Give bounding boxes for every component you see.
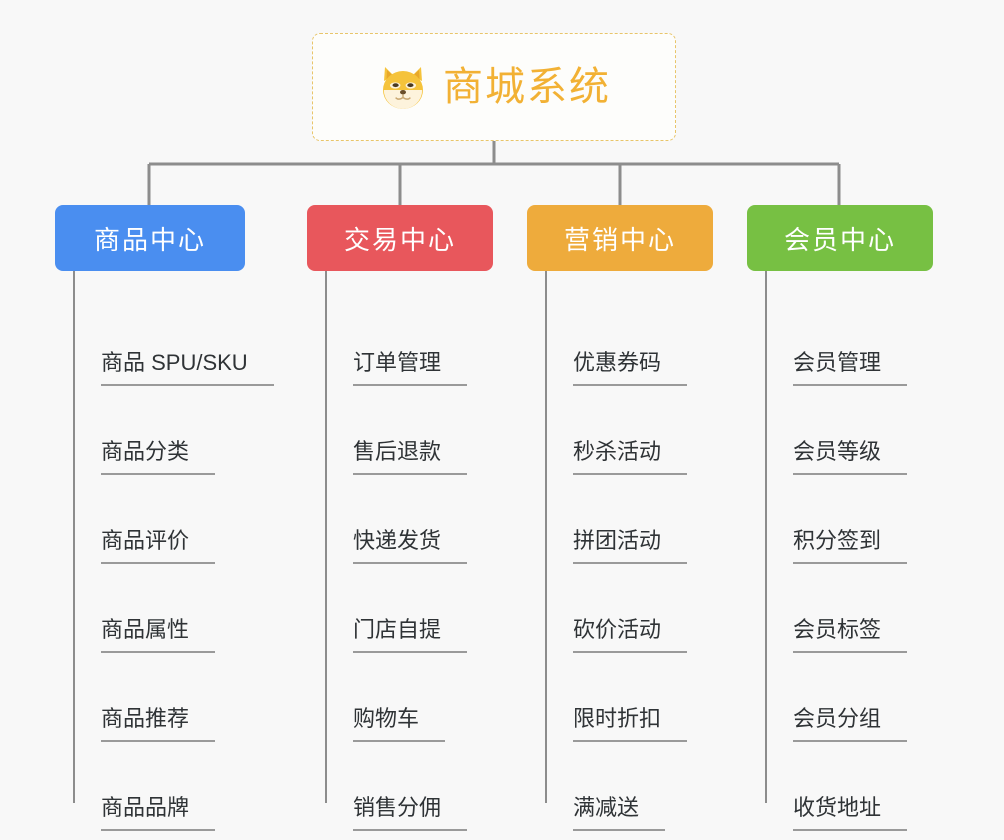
leaf-item[interactable]: 商品品牌 bbox=[73, 742, 274, 831]
leaf-item[interactable]: 门店自提 bbox=[325, 564, 493, 653]
leaf-item[interactable]: 商品属性 bbox=[73, 564, 274, 653]
leaf-item[interactable]: 商品 SPU/SKU bbox=[73, 297, 274, 386]
leaf-label: 门店自提 bbox=[353, 617, 468, 653]
leaf-item[interactable]: 砍价活动 bbox=[545, 564, 713, 653]
leaf-label: 快递发货 bbox=[353, 528, 468, 564]
leaf-label: 收货地址 bbox=[793, 795, 908, 831]
leaf-label: 售后退款 bbox=[353, 439, 468, 475]
leaf-label: 订单管理 bbox=[353, 350, 468, 386]
branch-column-marketing-center: 营销中心 优惠券码 秒杀活动 拼团活动 砍价活动 限时折扣 满减送 bbox=[527, 205, 713, 831]
branch-column-member-center: 会员中心 会员管理 会员等级 积分签到 会员标签 会员分组 收货地址 bbox=[747, 205, 933, 831]
leaf-label: 会员标签 bbox=[793, 617, 908, 653]
leaf-label: 商品评价 bbox=[101, 528, 216, 564]
leaf-list-trade-center: 订单管理 售后退款 快递发货 门店自提 购物车 销售分佣 bbox=[325, 271, 493, 831]
leaf-label: 会员等级 bbox=[793, 439, 908, 475]
branch-header-marketing-center[interactable]: 营销中心 bbox=[527, 205, 713, 271]
branch-column-product-center: 商品中心 商品 SPU/SKU 商品分类 商品评价 商品属性 商品推荐 商品品牌 bbox=[55, 205, 274, 831]
leaf-label: 商品推荐 bbox=[101, 706, 216, 742]
leaf-item[interactable]: 积分签到 bbox=[765, 475, 933, 564]
root-label: 商城系统 bbox=[443, 65, 611, 109]
leaf-item[interactable]: 优惠券码 bbox=[545, 297, 713, 386]
shiba-dog-face-icon bbox=[377, 61, 429, 113]
leaf-item[interactable]: 限时折扣 bbox=[545, 653, 713, 742]
leaf-spine bbox=[545, 271, 547, 803]
branch-header-trade-center[interactable]: 交易中心 bbox=[307, 205, 493, 271]
leaf-item[interactable]: 满减送 bbox=[545, 742, 713, 831]
leaf-item[interactable]: 销售分佣 bbox=[325, 742, 493, 831]
leaf-label: 砍价活动 bbox=[573, 617, 688, 653]
leaf-label: 购物车 bbox=[353, 706, 446, 742]
branch-header-member-center[interactable]: 会员中心 bbox=[747, 205, 933, 271]
leaf-item[interactable]: 快递发货 bbox=[325, 475, 493, 564]
branch-header-product-center[interactable]: 商品中心 bbox=[55, 205, 245, 271]
leaf-spine bbox=[325, 271, 327, 803]
leaf-item[interactable]: 购物车 bbox=[325, 653, 493, 742]
branch-header-label: 交易中心 bbox=[343, 224, 456, 255]
leaf-label: 满减送 bbox=[573, 795, 666, 831]
leaf-label: 秒杀活动 bbox=[573, 439, 688, 475]
leaf-list-marketing-center: 优惠券码 秒杀活动 拼团活动 砍价活动 限时折扣 满减送 bbox=[545, 271, 713, 831]
leaf-item[interactable]: 商品分类 bbox=[73, 386, 274, 475]
branch-column-trade-center: 交易中心 订单管理 售后退款 快递发货 门店自提 购物车 销售分佣 bbox=[307, 205, 493, 831]
leaf-item[interactable]: 订单管理 bbox=[325, 297, 493, 386]
leaf-label: 商品 SPU/SKU bbox=[101, 350, 274, 386]
leaf-label: 商品品牌 bbox=[101, 795, 216, 831]
leaf-spine bbox=[73, 271, 75, 803]
leaf-spine bbox=[765, 271, 767, 803]
leaf-label: 会员分组 bbox=[793, 706, 908, 742]
leaf-label: 商品属性 bbox=[101, 617, 216, 653]
leaf-item[interactable]: 收货地址 bbox=[765, 742, 933, 831]
leaf-item[interactable]: 会员管理 bbox=[765, 297, 933, 386]
leaf-label: 销售分佣 bbox=[353, 795, 468, 831]
leaf-item[interactable]: 会员等级 bbox=[765, 386, 933, 475]
leaf-item[interactable]: 商品推荐 bbox=[73, 653, 274, 742]
leaf-item[interactable]: 拼团活动 bbox=[545, 475, 713, 564]
leaf-label: 拼团活动 bbox=[573, 528, 688, 564]
leaf-item[interactable]: 会员标签 bbox=[765, 564, 933, 653]
leaf-list-member-center: 会员管理 会员等级 积分签到 会员标签 会员分组 收货地址 bbox=[765, 271, 933, 831]
leaf-item[interactable]: 售后退款 bbox=[325, 386, 493, 475]
leaf-label: 积分签到 bbox=[793, 528, 908, 564]
leaf-label: 会员管理 bbox=[793, 350, 908, 386]
leaf-item[interactable]: 会员分组 bbox=[765, 653, 933, 742]
leaf-item[interactable]: 商品评价 bbox=[73, 475, 274, 564]
root-node[interactable]: 商城系统 bbox=[312, 33, 676, 141]
leaf-list-product-center: 商品 SPU/SKU 商品分类 商品评价 商品属性 商品推荐 商品品牌 bbox=[73, 271, 274, 831]
branch-header-label: 会员中心 bbox=[783, 224, 896, 255]
leaf-label: 优惠券码 bbox=[573, 350, 688, 386]
leaf-item[interactable]: 秒杀活动 bbox=[545, 386, 713, 475]
branch-header-label: 营销中心 bbox=[563, 224, 676, 255]
leaf-label: 商品分类 bbox=[101, 439, 216, 475]
branch-header-label: 商品中心 bbox=[93, 224, 206, 255]
leaf-label: 限时折扣 bbox=[573, 706, 688, 742]
